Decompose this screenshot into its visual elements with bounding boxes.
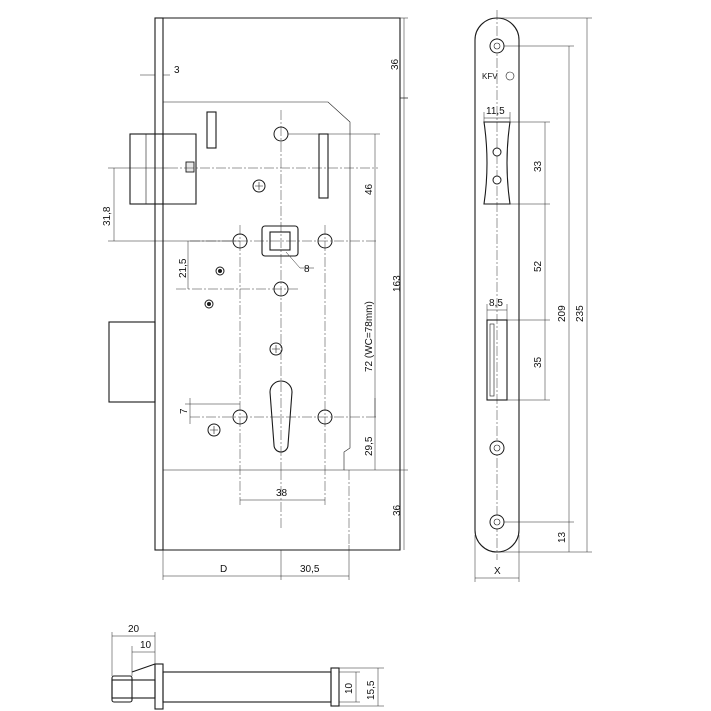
dim-29-5-label: 29,5 [364,436,375,456]
dim-case-thickness: 10 [339,671,360,703]
faceplate-outline [474,17,520,553]
dim-15-5-label: 15,5 [366,680,377,700]
dim-36-bottom: 36 [392,470,405,550]
dim-209: 209 [504,45,574,523]
faceplate-view: KFV 11,5 33 52 [474,10,592,582]
dim-21-5: 21,5 [178,241,189,289]
latch-bolt [129,133,164,205]
faceplate-top-screw [489,38,505,54]
dim-10-top-label: 10 [140,640,152,651]
dim-52: 52 [533,204,546,320]
dim-46-label: 46 [364,183,375,195]
dim-8-label: 8 [304,264,310,275]
top-view-latch-taper [131,663,156,673]
top-view-end [330,667,340,707]
dim-20: 20 [111,624,156,676]
dim-D-label: D [220,564,227,575]
dim-35: 35 [507,319,550,401]
dim-X-label: X [494,566,501,577]
screw-lower [207,423,221,437]
dim-13: 13 [557,522,570,552]
latch-spring [185,161,195,173]
small-hole-b-core [207,302,211,306]
faceplate-bottom-screw-inner [493,518,501,526]
faceplate-bottom-screw [489,514,505,530]
dim-21-5-label: 21,5 [178,258,189,278]
small-hole-a-core [218,269,222,273]
dim-29-5: 29,5 [364,398,376,470]
faceplate-bolt-detail [489,323,495,397]
top-view-bolt [111,679,156,699]
dim-31-8-label: 31,8 [102,206,113,226]
dim-235-label: 235 [575,305,586,322]
slot-upper [206,111,217,149]
dim-11-5: 11,5 [483,106,511,122]
dim-38-label: 38 [276,488,288,499]
top-view-latch [111,675,133,703]
case-outline [163,17,401,551]
dim-7-label: 7 [179,408,190,414]
slot-right [318,133,329,199]
dead-bolt [108,321,156,403]
dim-20-label: 20 [128,624,140,635]
dim-33-label: 33 [533,160,544,172]
faceplate-latch-hole-a [492,147,502,157]
dim-52-label: 52 [533,260,544,272]
dim-163: 163 [344,97,408,471]
dim-72-label: 72 (WC=78mm) [364,301,375,372]
dim-30-5-label: 30,5 [300,564,320,575]
dim-7: 7 [179,398,240,424]
top-view-case [162,671,332,703]
brand-mark-symbol [505,71,515,81]
dim-8-5-label: 8,5 [489,298,503,309]
cylinder-cutout [269,380,293,453]
dim-15-5: 15,5 [339,667,384,707]
dim-X: X [474,535,520,582]
faceplate-latch-hole-b [492,175,502,185]
dim-163-label: 163 [392,275,403,292]
dim-top-offset: 36 [390,17,408,99]
dim-13-label: 13 [557,531,568,543]
dim-latch-height: 31,8 [102,167,240,242]
dim-72: 72 (WC=78mm) [364,241,376,417]
front-view: 3 36 31,8 46 21,5 8 [102,17,408,580]
dim-36-bottom-label: 36 [392,504,403,516]
faceplate-top-screw-inner [493,42,501,50]
top-view: 20 10 10 15,5 [111,624,384,710]
dim-46: 46 [288,133,380,241]
dim-33: 33 [510,121,550,205]
screw-upper [252,179,266,193]
dim-10-side-label: 10 [344,682,355,694]
screw-middle [269,342,283,356]
dim-bottom-row: D 30,5 [162,545,350,580]
brand-mark: KFV [482,72,498,81]
dim-35-label: 35 [533,356,544,368]
dim-235: 235 [497,17,592,553]
top-view-faceplate [154,663,164,710]
faceplate-lower-hole-inner [493,444,501,452]
latch-housing [163,133,197,205]
dim-11-5-label: 11,5 [486,106,505,117]
dim-3-label: 3 [174,65,180,76]
dim-backplate: 3 [140,65,180,76]
dim-top-offset-label: 36 [390,58,401,70]
dim-209-label: 209 [557,305,568,322]
backplate-edge [154,17,164,551]
dim-square-8: 8 [285,251,314,275]
dim-8-5: 8,5 [486,298,508,320]
faceplate-bolt-opening [486,319,508,401]
dim-10-top: 10 [131,640,155,676]
faceplate-lower-hole [489,440,505,456]
dim-38: 38 [240,488,325,501]
